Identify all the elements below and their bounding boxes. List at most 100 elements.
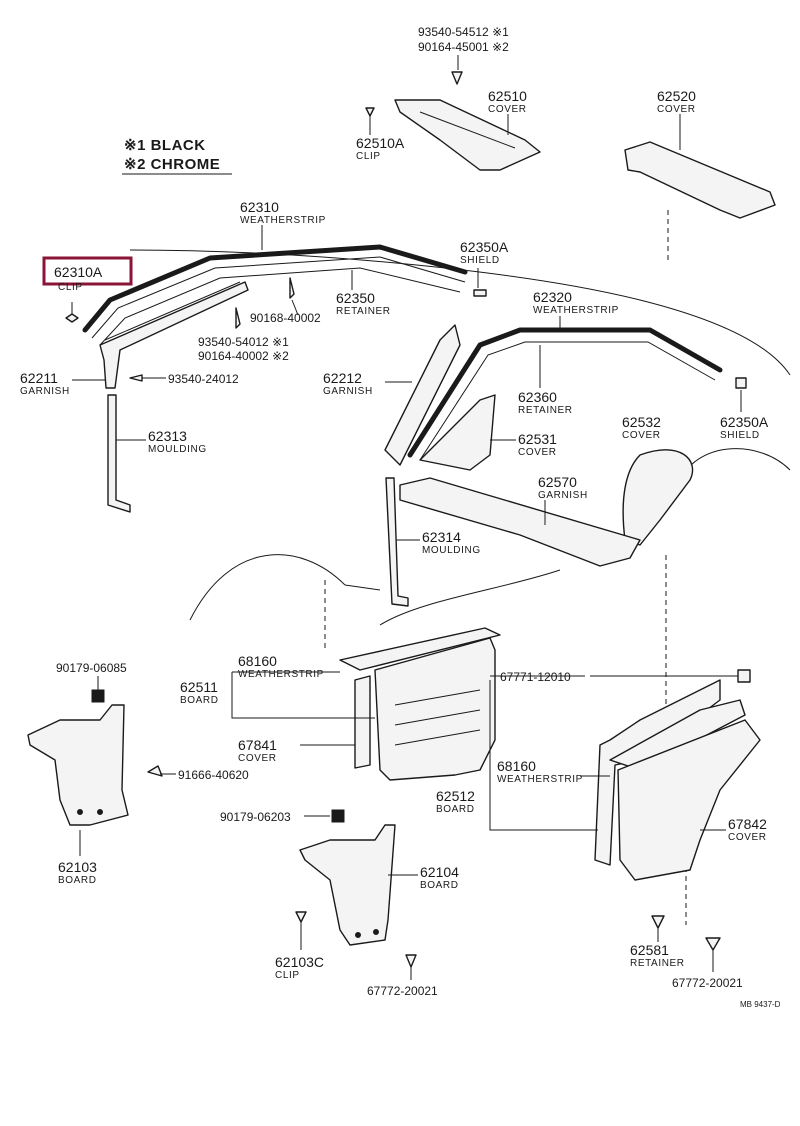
label-62520[interactable]: 62520 — [657, 88, 696, 104]
label-68160-left-name: WEATHERSTRIP — [238, 669, 324, 680]
cover-67842-part[interactable] — [617, 719, 761, 881]
label-93540-24012[interactable]: 93540-24012 — [168, 372, 239, 386]
label-68160-right-name: WEATHERSTRIP — [497, 774, 583, 785]
fastener-67772-b-part[interactable] — [705, 937, 721, 951]
label-62350[interactable]: 62350 — [336, 290, 375, 306]
label-62350a-right-name: SHIELD — [720, 430, 760, 441]
garnish-62570-part[interactable] — [399, 477, 641, 567]
garnish-62212-part[interactable] — [384, 324, 461, 466]
cover-62531-part[interactable] — [419, 394, 496, 471]
clip-90179-06085-part[interactable] — [91, 689, 105, 703]
fastener-67771-part[interactable] — [737, 669, 751, 683]
label-67772-20021-a[interactable]: 67772-20021 — [367, 984, 438, 998]
label-62310a-name: CLIP — [58, 282, 83, 293]
moulding-62313-part[interactable] — [107, 394, 131, 513]
label-62313[interactable]: 62313 — [148, 428, 187, 444]
label-67771-12010[interactable]: 67771-12010 — [500, 670, 571, 684]
moulding-62314-part[interactable] — [385, 477, 409, 607]
label-62103c[interactable]: 62103C — [275, 954, 324, 970]
label-90179-06085[interactable]: 90179-06085 — [56, 661, 127, 675]
label-62314[interactable]: 62314 — [422, 529, 461, 545]
label-62310-name: WEATHERSTRIP — [240, 215, 326, 226]
label-68160-left[interactable]: 68160 — [238, 653, 277, 669]
label-62570[interactable]: 62570 — [538, 474, 577, 490]
label-62310a[interactable]: 62310A — [54, 264, 103, 280]
label-62510a-name: CLIP — [356, 151, 381, 162]
board-62511-part[interactable] — [374, 637, 496, 781]
clip-62310a-part[interactable] — [65, 302, 79, 323]
legend-black: ※1 BLACK — [124, 137, 206, 154]
label-62310[interactable]: 62310 — [240, 199, 279, 215]
label-62532[interactable]: 62532 — [622, 414, 661, 430]
label-62511-name: BOARD — [180, 695, 219, 706]
screw-93540-24012-part[interactable] — [129, 374, 143, 382]
label-67842-name: COVER — [728, 832, 767, 843]
legend: ※1 BLACK ※2 CHROME — [122, 137, 232, 175]
label-62320[interactable]: 62320 — [533, 289, 572, 305]
cover-62520-part[interactable] — [624, 141, 776, 219]
shield-62350a-top-part[interactable] — [473, 289, 487, 297]
clip-62510a-part[interactable] — [365, 107, 375, 117]
label-67842[interactable]: 67842 — [728, 816, 767, 832]
label-62510-name: COVER — [488, 104, 527, 115]
label-62350-name: RETAINER — [336, 306, 391, 317]
label-90164-40002[interactable]: 90164-40002 ※2 — [198, 349, 289, 363]
shield-62350a-right-part[interactable] — [735, 377, 747, 389]
label-91666-40620[interactable]: 91666-40620 — [178, 768, 249, 782]
label-62103[interactable]: 62103 — [58, 859, 97, 875]
label-62350a-top-name: SHIELD — [460, 255, 500, 266]
label-62511[interactable]: 62511 — [180, 679, 218, 695]
label-93540-54512[interactable]: 93540-54512 ※1 — [418, 25, 509, 39]
label-62350a-top[interactable]: 62350A — [460, 239, 509, 255]
weatherstrip-62320-part[interactable] — [407, 327, 723, 461]
label-62581-name: RETAINER — [630, 958, 685, 969]
clip-90179-06203-part[interactable] — [331, 809, 345, 823]
cover-62510-part[interactable] — [394, 99, 541, 171]
label-93540-54012[interactable]: 93540-54012 ※1 — [198, 335, 289, 349]
board-62104-part[interactable] — [299, 824, 396, 946]
garnish-62211-part[interactable] — [99, 281, 249, 389]
screw-90168-part[interactable] — [289, 277, 295, 299]
highlight-box-62310a — [42, 256, 133, 286]
label-90168-40002[interactable]: 90168-40002 — [250, 311, 321, 325]
label-62512[interactable]: 62512 — [436, 788, 475, 804]
label-62212[interactable]: 62212 — [323, 370, 362, 386]
label-62103-name: BOARD — [58, 875, 97, 886]
label-67772-20021-b[interactable]: 67772-20021 — [672, 976, 743, 990]
label-62104-name: BOARD — [420, 880, 459, 891]
label-67841[interactable]: 67841 — [238, 737, 277, 753]
label-90164-45001[interactable]: 90164-45001 ※2 — [418, 40, 509, 54]
label-62211-name: GARNISH — [20, 386, 70, 397]
label-62531[interactable]: 62531 — [518, 431, 557, 447]
label-62512-name: BOARD — [436, 804, 475, 815]
label-62510[interactable]: 62510 — [488, 88, 527, 104]
screw-93540-54012-part[interactable] — [235, 307, 241, 329]
label-62211[interactable]: 62211 — [20, 370, 58, 386]
weatherstrip-68160-left-part[interactable] — [339, 627, 501, 671]
board-62103-part[interactable] — [27, 704, 129, 826]
retainer-62581-part[interactable] — [651, 915, 665, 929]
label-62360[interactable]: 62360 — [518, 389, 557, 405]
label-62350a-right[interactable]: 62350A — [720, 414, 769, 430]
cover-62532-part[interactable] — [622, 449, 694, 546]
fastener-67772-a-part[interactable] — [405, 954, 417, 968]
label-62581[interactable]: 62581 — [630, 942, 669, 958]
label-62531-name: COVER — [518, 447, 557, 458]
diagram-code: MB 9437-D — [740, 1000, 781, 1009]
label-62314-name: MOULDING — [422, 545, 481, 556]
screw-91666-part[interactable] — [147, 765, 163, 777]
label-62212-name: GARNISH — [323, 386, 373, 397]
label-62360-name: RETAINER — [518, 405, 573, 416]
cover-67841-part[interactable] — [354, 675, 371, 769]
label-90179-06203[interactable]: 90179-06203 — [220, 810, 291, 824]
label-68160-right[interactable]: 68160 — [497, 758, 536, 774]
label-67841-name: COVER — [238, 753, 277, 764]
weatherstrip-62310-part[interactable] — [82, 244, 468, 346]
clip-62103c-part[interactable] — [295, 911, 307, 923]
screw-93540-54512-part[interactable] — [451, 71, 463, 85]
label-62313-name: MOULDING — [148, 444, 207, 455]
label-62510a[interactable]: 62510A — [356, 135, 405, 151]
label-62104[interactable]: 62104 — [420, 864, 459, 880]
board-62512-part[interactable] — [594, 679, 721, 866]
